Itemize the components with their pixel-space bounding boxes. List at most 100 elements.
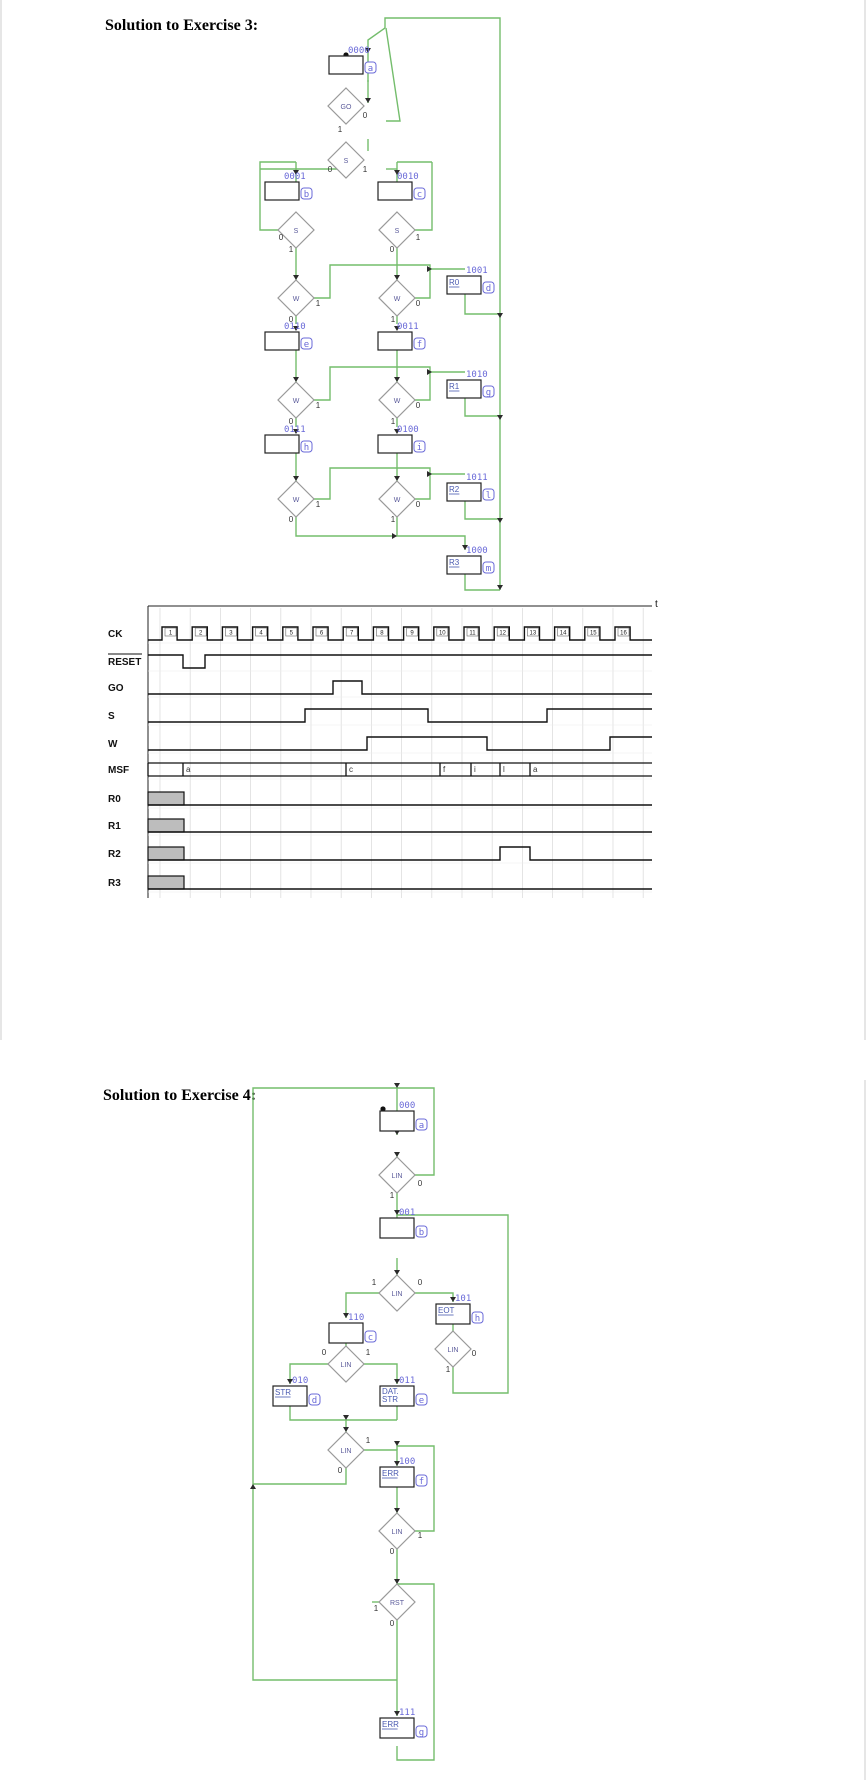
state-code: 1011	[466, 473, 488, 483]
signal-label-s: S	[108, 711, 115, 722]
state-letter: m	[486, 564, 491, 574]
state-letter-badge	[415, 1393, 428, 1406]
decision-diamond	[378, 1583, 416, 1621]
branch-label: 1	[316, 299, 321, 308]
decision-condition: W	[394, 296, 401, 303]
unknown-region	[147, 875, 185, 890]
arrowhead	[343, 1415, 349, 1420]
state-code: 001	[399, 1208, 415, 1218]
decision-diamond	[277, 211, 315, 249]
connector-line	[289, 1363, 328, 1384]
connector-line	[253, 1468, 347, 1485]
signal-label-r3: R3	[108, 878, 121, 889]
decision-diamond	[378, 279, 416, 317]
branch-label: 0	[363, 111, 368, 120]
asm4-nodes: 000a001b110c101hEOT010dSTR011eDAT.STR100…	[272, 1101, 484, 1739]
cycle-number-box	[285, 627, 298, 637]
branch-label: 0	[472, 1349, 477, 1358]
cycle-number-box	[436, 627, 449, 637]
signal-label-r1: R1	[108, 821, 121, 832]
branch-label: 0	[390, 1547, 395, 1556]
state-box	[446, 482, 482, 502]
connector-line	[397, 535, 466, 550]
decision-diamond	[277, 480, 315, 518]
register-label: ERR	[382, 1720, 399, 1729]
register-label-line: STR	[382, 1395, 398, 1404]
state-code: 0110	[284, 322, 306, 332]
state-box	[264, 434, 300, 454]
arrowhead	[427, 471, 432, 477]
decision-condition: LIN	[392, 1291, 403, 1298]
cycle-number: 6	[320, 631, 324, 637]
arrowhead	[394, 1152, 400, 1157]
decision-condition: S	[344, 158, 349, 165]
decision-condition: LIN	[392, 1529, 403, 1536]
signal-label-r0: R0	[108, 794, 121, 805]
connector-line	[464, 290, 500, 315]
state-code: 1001	[466, 266, 488, 276]
arrowhead	[450, 1297, 456, 1302]
branch-label: 0	[418, 1179, 423, 1188]
cycle-number-box	[255, 627, 267, 637]
connector-line	[295, 517, 397, 537]
arrowhead	[394, 275, 400, 280]
arrowhead	[427, 369, 432, 375]
branch-label: 0	[289, 315, 294, 324]
cycle-number-box	[466, 627, 479, 637]
msf-state-label: f	[443, 765, 446, 774]
msf-state-label: a	[186, 765, 191, 774]
msf-state-label: c	[349, 765, 353, 774]
cycle-number: 9	[410, 631, 414, 637]
wave-w	[148, 736, 652, 751]
state-letter-badge	[482, 488, 495, 501]
signal-label-ck: CK	[108, 629, 123, 640]
arrowhead	[293, 476, 299, 481]
cycle-number-box	[194, 627, 207, 637]
state-letter-badge	[308, 1393, 321, 1406]
cycle-number: 15	[590, 631, 597, 637]
decision-condition: LIN	[392, 1173, 403, 1180]
state-box	[435, 1303, 471, 1325]
connector-line	[415, 372, 431, 401]
arrowhead	[394, 476, 400, 481]
register-label-line: DAT.	[382, 1387, 399, 1396]
decision-diamond	[327, 1431, 365, 1469]
connector-line	[385, 27, 401, 122]
branch-label: 1	[418, 1531, 423, 1540]
state-letter-badge	[413, 337, 426, 350]
connector-line	[314, 366, 431, 401]
connector-line	[464, 570, 500, 591]
register-label: R2	[449, 485, 460, 494]
msf-state-label: i	[474, 765, 476, 774]
asm3-nodes: 0000a0001b0010c1001dR00110e0011f1010gR10…	[264, 46, 495, 575]
state-letter-badge	[413, 440, 426, 453]
arrowhead	[497, 415, 503, 420]
arrowhead	[497, 518, 503, 523]
wave-go	[148, 680, 652, 695]
arrowhead	[427, 266, 432, 272]
decision-diamond	[378, 1156, 416, 1194]
state-letter-badge	[415, 1118, 428, 1131]
connector-line	[397, 1087, 435, 1176]
state-box	[446, 275, 482, 295]
register-label: DAT.STR	[382, 1387, 399, 1404]
arrowhead	[394, 1083, 400, 1088]
arrowhead	[365, 48, 371, 53]
connector-line	[415, 1292, 454, 1302]
cycle-number-box	[406, 627, 418, 637]
arrowhead	[394, 1379, 400, 1384]
state-letter: c	[417, 190, 422, 200]
arrowhead	[394, 1711, 400, 1716]
cycle-number-box	[617, 627, 630, 637]
state-box	[446, 555, 482, 575]
state-code: 0100	[397, 425, 419, 435]
state-code: 100	[399, 1457, 415, 1467]
state-letter-badge	[300, 337, 313, 350]
branch-label: 1	[338, 125, 343, 134]
state-letter: g	[486, 388, 491, 398]
branch-label: 1	[366, 1436, 371, 1445]
arrowhead	[394, 1210, 400, 1215]
state-box	[264, 331, 300, 351]
cycle-number: 14	[560, 631, 567, 637]
state-letter: c	[368, 1333, 373, 1343]
